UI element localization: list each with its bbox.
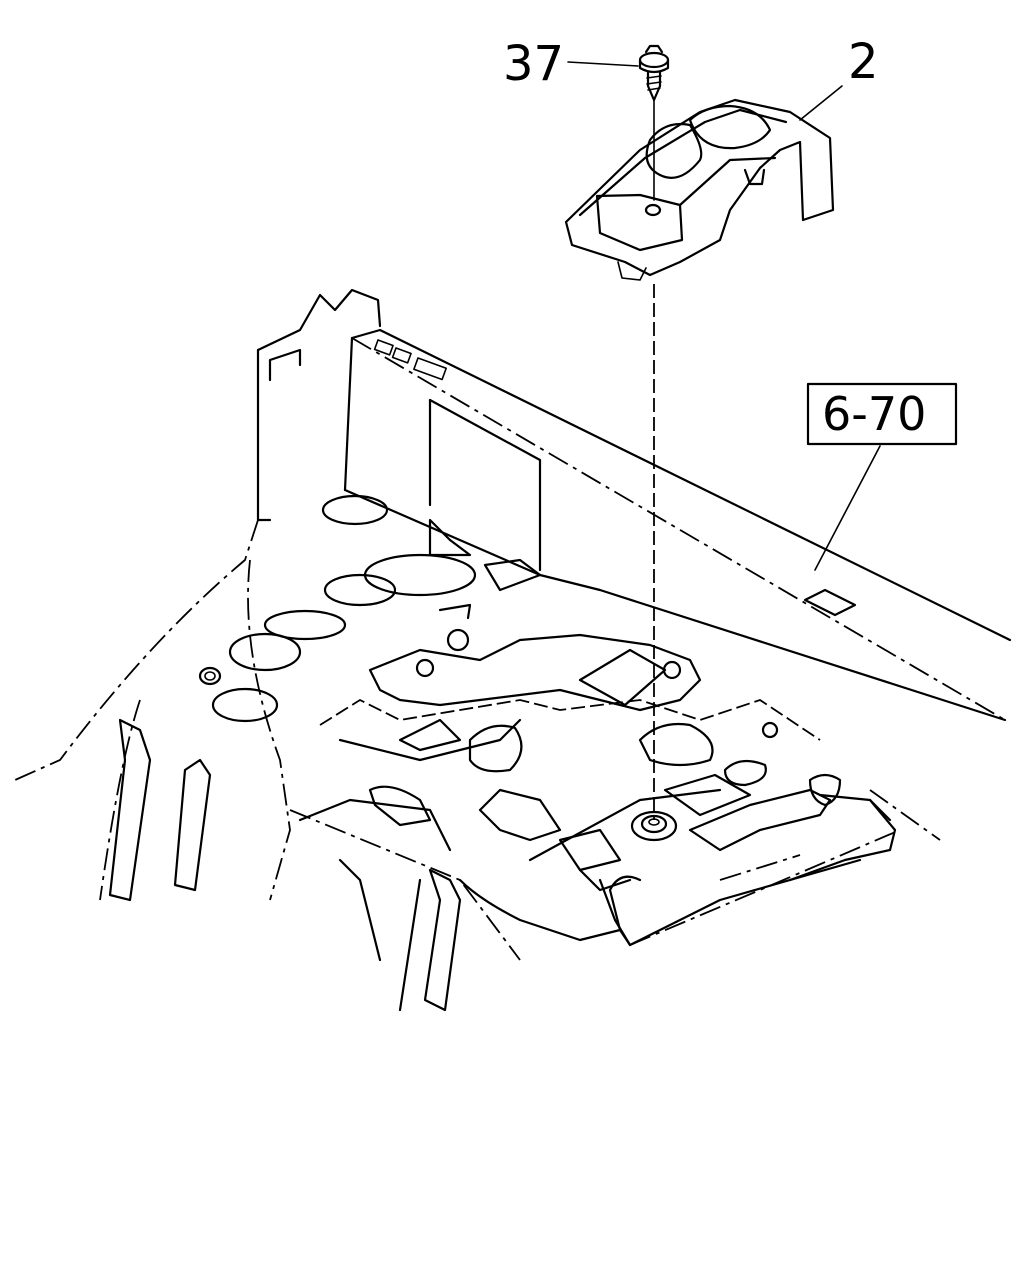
mounting-boss xyxy=(630,810,678,842)
screw-part[interactable] xyxy=(638,44,670,102)
floor-panel xyxy=(14,288,1012,1012)
callout-37[interactable]: 37 xyxy=(503,36,639,92)
reference-6-70[interactable]: 6-70 xyxy=(806,382,958,571)
reference-leader xyxy=(814,445,881,571)
reference-box xyxy=(806,382,958,446)
callout-2-leader xyxy=(799,85,843,121)
callout-37-label: 37 xyxy=(503,36,564,92)
bracket-part[interactable] xyxy=(564,98,835,281)
callout-2[interactable]: 2 xyxy=(799,34,879,121)
callout-2-label: 2 xyxy=(848,34,879,90)
reference-label: 6-70 xyxy=(822,387,926,441)
callout-37-leader xyxy=(567,61,639,67)
